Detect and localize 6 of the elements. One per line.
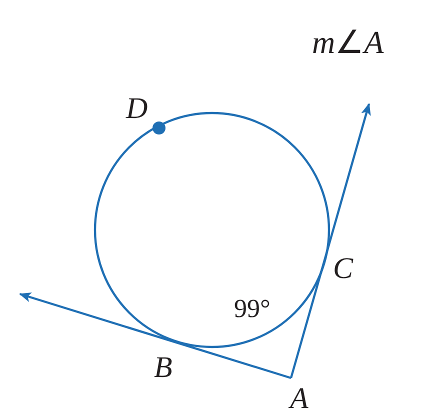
angle-measure: 99° <box>234 296 270 322</box>
title: m∠A <box>312 26 384 58</box>
point-label: C <box>333 254 354 284</box>
point-label: D <box>126 94 148 124</box>
point-label: B <box>154 353 172 383</box>
point-label: A <box>290 384 308 414</box>
